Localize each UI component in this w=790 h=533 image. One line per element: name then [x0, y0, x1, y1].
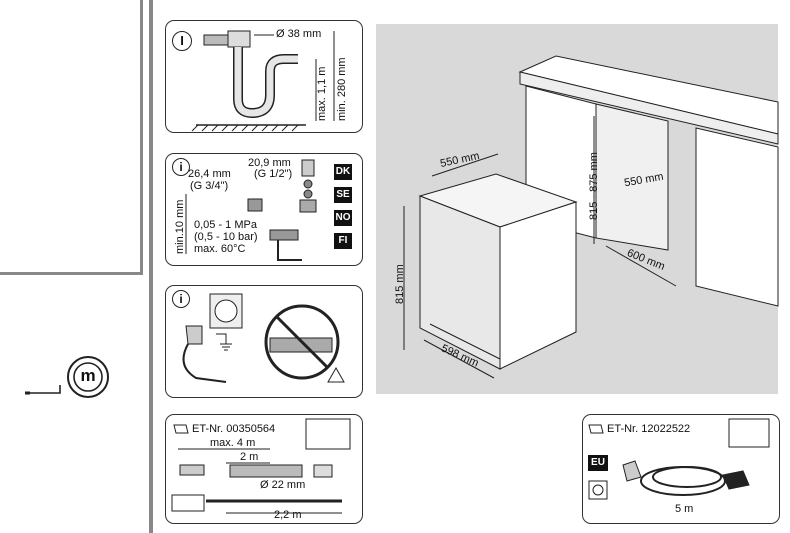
hose-part-number: ET-Nr. 00350564 [192, 423, 276, 435]
installation-diagram: 550 mm 550 mm 815 - 875 mm 600 mm 815 mm… [376, 24, 779, 394]
hose-max-length: max. 4 m [210, 437, 256, 449]
cable-part-number: ET-Nr. 12022522 [607, 423, 691, 435]
thread-large-inch: (G 3/4") [190, 180, 229, 192]
info-icon: i [172, 290, 190, 308]
thread-small: 20,9 mm [248, 157, 291, 169]
power-socket-panel: i [165, 285, 363, 398]
niche-height: 815 - 875 mm [588, 152, 600, 220]
country-badge-dk: DK [334, 164, 352, 180]
kitchen-niche-drawing [403, 55, 779, 379]
siphon-min-height: min. 280 mm [336, 57, 348, 121]
left-horizontal-divider [0, 272, 143, 275]
pressure-bar: (0,5 - 10 bar) [194, 231, 258, 243]
thread-small-inch: (G 1/2") [254, 168, 293, 180]
valve-drawing [185, 159, 317, 261]
left-vertical-divider [140, 0, 143, 272]
cable-region: EU [591, 457, 605, 468]
hose-total-length: 2,2 m [274, 509, 302, 521]
max-temperature: max. 60°C [194, 243, 246, 255]
info-icon: i [172, 158, 190, 176]
cable-length: 5 m [675, 503, 694, 515]
country-badge-se: SE [334, 187, 352, 203]
measure-letter: m [80, 366, 96, 385]
power-cable-panel: ET-Nr. 12022522 EU 5 m [582, 414, 780, 524]
main-vertical-divider [149, 0, 153, 533]
country-badge-no: NO [334, 210, 352, 226]
measuring-tape-icon: m [20, 355, 120, 405]
country-badge-fi: FI [334, 233, 352, 249]
cable-drawing [588, 418, 770, 500]
hose-diameter: Ø 22 mm [260, 479, 306, 491]
appliance-height: 815 mm [394, 264, 406, 304]
thread-large: 26,4 mm [188, 168, 231, 180]
siphon-panel: I Ø 38 mm max. 1,1 m min. 280 mm [165, 20, 363, 133]
socket-drawing [182, 293, 345, 383]
info-badge: I [172, 31, 192, 51]
water-connection-panel: i 20,9 mm 26,4 mm (G 1/2") (G 3/4") min.… [165, 153, 363, 266]
hose-length: 2 m [240, 451, 259, 463]
min-height: min.10 mm [174, 199, 186, 254]
siphon-diameter: Ø 38 mm [276, 28, 322, 40]
hose-extension-panel: ET-Nr. 00350564 max. 4 m 2 m Ø 22 mm 2,2… [165, 414, 363, 524]
hose-drawing [171, 418, 351, 514]
pressure-mpa: 0,05 - 1 MPa [194, 219, 257, 231]
siphon-drawing [191, 30, 335, 132]
siphon-max-height: max. 1,1 m [316, 66, 328, 121]
